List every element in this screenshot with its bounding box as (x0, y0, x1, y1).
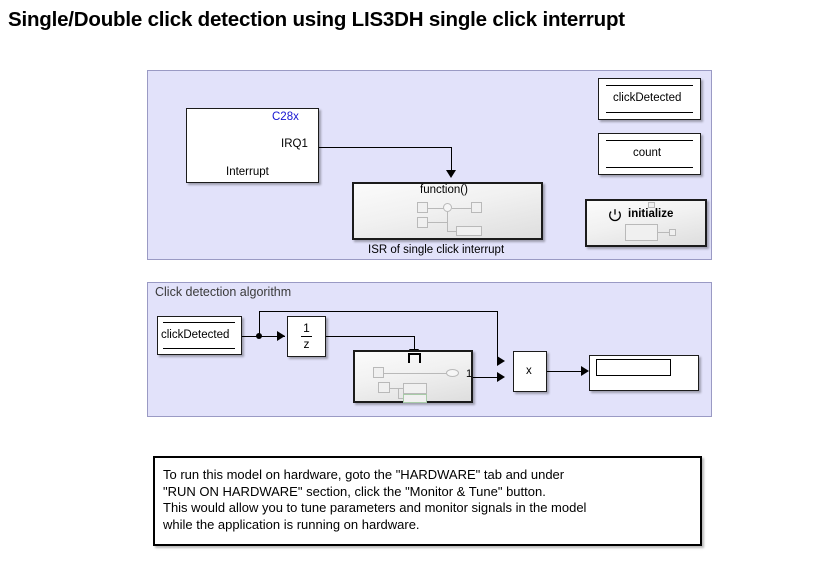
irq1-port-label: IRQ1 (281, 138, 308, 150)
product-input-2-arrowhead (497, 372, 505, 382)
irq1-signal-arrowhead (446, 170, 456, 178)
unit-delay-fraction-bar (301, 335, 312, 337)
irq1-signal-vertical (451, 147, 452, 172)
trigger-signal-vertical (414, 336, 415, 350)
triggered-mini-line-2 (390, 388, 404, 389)
unit-delay-numerator: 1 (303, 321, 310, 335)
annotation-box: To run this model on hardware, goto the … (153, 456, 702, 546)
count-label: count (633, 147, 662, 159)
isr-mini-line-3 (428, 222, 448, 223)
triggered-mini-inport-icon (373, 367, 384, 378)
algorithm-click-detected-top-rule (163, 322, 235, 323)
triggered-mini-block-b-icon (403, 383, 427, 394)
triggered-mini-outport-icon (446, 369, 459, 377)
feedback-rail-horizontal (259, 311, 498, 312)
click-detected-bottom-rule (606, 112, 693, 113)
c28x-header-label: C28x (272, 111, 299, 123)
feedback-branch-vertical (259, 311, 260, 336)
isr-mini-block-icon (456, 226, 482, 236)
annotation-line-4: while the application is running on hard… (163, 516, 420, 532)
annotation-line-3: This would allow you to tune parameters … (163, 500, 587, 515)
isr-subsystem-caption: ISR of single click interrupt (368, 244, 505, 256)
annotation-line-1: To run this model on hardware, goto the … (163, 467, 565, 482)
initialize-mini-line (658, 232, 670, 233)
product-input-1-arrowhead (497, 356, 505, 366)
initialize-mini-outport-top-icon (648, 202, 655, 208)
display-block-value-field (596, 359, 671, 376)
isr-mini-node-icon (443, 203, 452, 212)
triggered-subsystem-output-label: 1 (466, 368, 473, 380)
irq1-signal-horizontal (319, 147, 452, 148)
isr-mini-inport-1-icon (417, 202, 428, 213)
triggered-output-line (473, 377, 502, 378)
unit-delay-denominator: z (303, 336, 310, 351)
count-top-rule (606, 140, 693, 141)
power-icon (608, 208, 622, 227)
page-title: Single/Double click detection using LIS3… (8, 8, 625, 31)
display-input-arrowhead (581, 366, 589, 376)
count-bottom-rule (606, 167, 693, 168)
unit-delay-input-arrowhead (277, 331, 285, 341)
signal-branch-point (256, 333, 262, 339)
triggered-mini-line-3 (398, 388, 399, 399)
isr-mini-line-4 (447, 212, 448, 231)
isr-mini-line-2 (452, 208, 472, 209)
initialize-label: initialize (628, 208, 674, 220)
initialize-mini-outport-icon (669, 229, 676, 236)
annotation-line-2: "RUN ON HARDWARE" section, click the "Mo… (163, 483, 546, 499)
algorithm-click-detected-bottom-rule (163, 348, 235, 349)
feedback-drop-vertical (497, 311, 498, 361)
triggered-mini-block-a-icon (378, 382, 390, 393)
unit-delay-expression: 1 z (287, 322, 326, 350)
isr-mini-outport-icon (471, 202, 482, 213)
click-detected-top-rule (606, 85, 693, 86)
product-block-label: x (526, 365, 532, 377)
interrupt-block-label: Interrupt (226, 166, 269, 178)
unit-delay-block[interactable] (287, 316, 326, 357)
product-block[interactable] (513, 351, 547, 392)
isr-mini-line-1 (428, 208, 444, 209)
algorithm-panel-label: Click detection algorithm (155, 285, 292, 299)
algorithm-click-detected-label: clickDetected (161, 329, 230, 341)
triggered-mini-line-1 (384, 373, 447, 374)
product-output-line (547, 371, 587, 372)
c28x-interrupt-block[interactable] (186, 108, 319, 183)
triggered-mini-line-4 (398, 398, 404, 399)
pulse-trigger-icon (408, 353, 421, 363)
triggered-mini-block-c-icon (403, 394, 427, 403)
isr-mini-line-5 (447, 231, 457, 232)
isr-mini-inport-2-icon (417, 217, 428, 228)
initialize-mini-block-icon (625, 224, 658, 241)
isr-subsystem-title: function() (420, 184, 468, 196)
click-detected-output-line (242, 336, 285, 337)
click-detected-label: clickDetected (613, 92, 682, 104)
unit-delay-output-line (326, 336, 415, 337)
